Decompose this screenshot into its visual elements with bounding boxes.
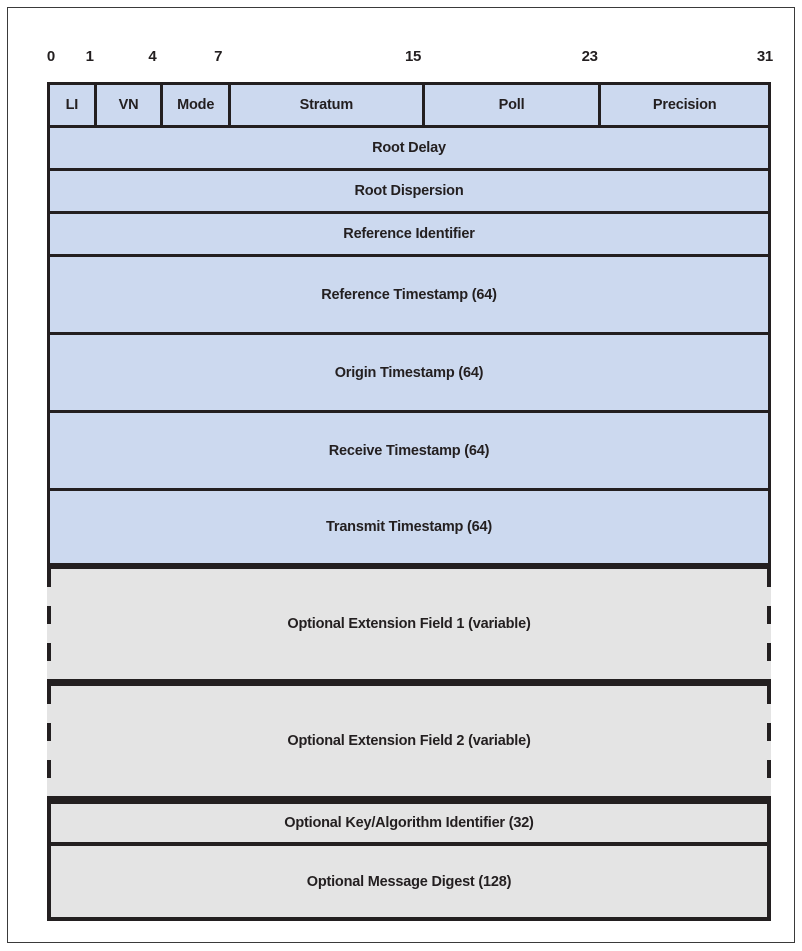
packet-row-flags: LI VN Mode Stratum Poll Precision <box>47 82 771 125</box>
bit-tick-23: 23 <box>581 48 598 65</box>
field-origin-timestamp: Origin Timestamp (64) <box>50 335 768 410</box>
packet-row-root-dispersion: Root Dispersion <box>47 168 771 211</box>
packet-row-receive-timestamp: Receive Timestamp (64) <box>47 410 771 488</box>
field-root-dispersion: Root Dispersion <box>50 171 768 211</box>
packet-row-root-delay: Root Delay <box>47 125 771 168</box>
packet-row-reference-timestamp: Reference Timestamp (64) <box>47 254 771 332</box>
field-extension-1-label: Optional Extension Field 1 (variable) <box>287 616 531 632</box>
field-vn: VN <box>96 85 164 125</box>
bit-tick-0: 0 <box>46 48 55 65</box>
packet-row-transmit-timestamp: Transmit Timestamp (64) <box>47 488 771 566</box>
dashed-right-edge-icon <box>767 569 771 679</box>
bit-tick-15: 15 <box>404 48 422 65</box>
field-precision: Precision <box>601 85 768 125</box>
field-reference-timestamp: Reference Timestamp (64) <box>50 257 768 332</box>
bit-tick-31: 31 <box>756 48 773 65</box>
packet-row-extension-field-2: Optional Extension Field 2 (variable) <box>47 682 771 800</box>
field-reference-identifier: Reference Identifier <box>50 214 768 254</box>
field-transmit-timestamp: Transmit Timestamp (64) <box>50 491 768 563</box>
packet-row-origin-timestamp: Origin Timestamp (64) <box>47 332 771 410</box>
packet-row-reference-identifier: Reference Identifier <box>47 211 771 254</box>
figure-frame: 0 1 4 7 15 23 31 LI VN Mode Stratum Poll… <box>7 7 795 943</box>
field-key-algorithm-identifier: Optional Key/Algorithm Identifier (32) <box>284 815 534 831</box>
bit-tick-4: 4 <box>148 48 157 65</box>
packet-row-extension-field-1: Optional Extension Field 1 (variable) <box>47 565 771 683</box>
packet-row-message-digest: Optional Message Digest (128) <box>47 842 771 921</box>
bit-tick-7: 7 <box>214 48 223 65</box>
field-poll: Poll <box>424 85 602 125</box>
field-stratum: Stratum <box>230 85 425 125</box>
field-root-delay: Root Delay <box>50 128 768 168</box>
field-li: LI <box>50 85 97 125</box>
field-message-digest: Optional Message Digest (128) <box>306 873 512 890</box>
dashed-left-edge-icon <box>47 569 51 679</box>
field-mode: Mode <box>163 85 231 125</box>
field-extension-2-label: Optional Extension Field 2 (variable) <box>287 733 531 749</box>
packet-row-key-algorithm-identifier: Optional Key/Algorithm Identifier (32) <box>47 800 771 842</box>
dashed-left-edge-icon <box>47 686 51 796</box>
bit-ruler: 0 1 4 7 15 23 31 <box>40 48 773 70</box>
packet-header-table: LI VN Mode Stratum Poll Precision Root D… <box>47 82 771 921</box>
bit-tick-1: 1 <box>85 48 94 65</box>
dashed-right-edge-icon <box>767 686 771 796</box>
field-receive-timestamp: Receive Timestamp (64) <box>50 413 768 488</box>
